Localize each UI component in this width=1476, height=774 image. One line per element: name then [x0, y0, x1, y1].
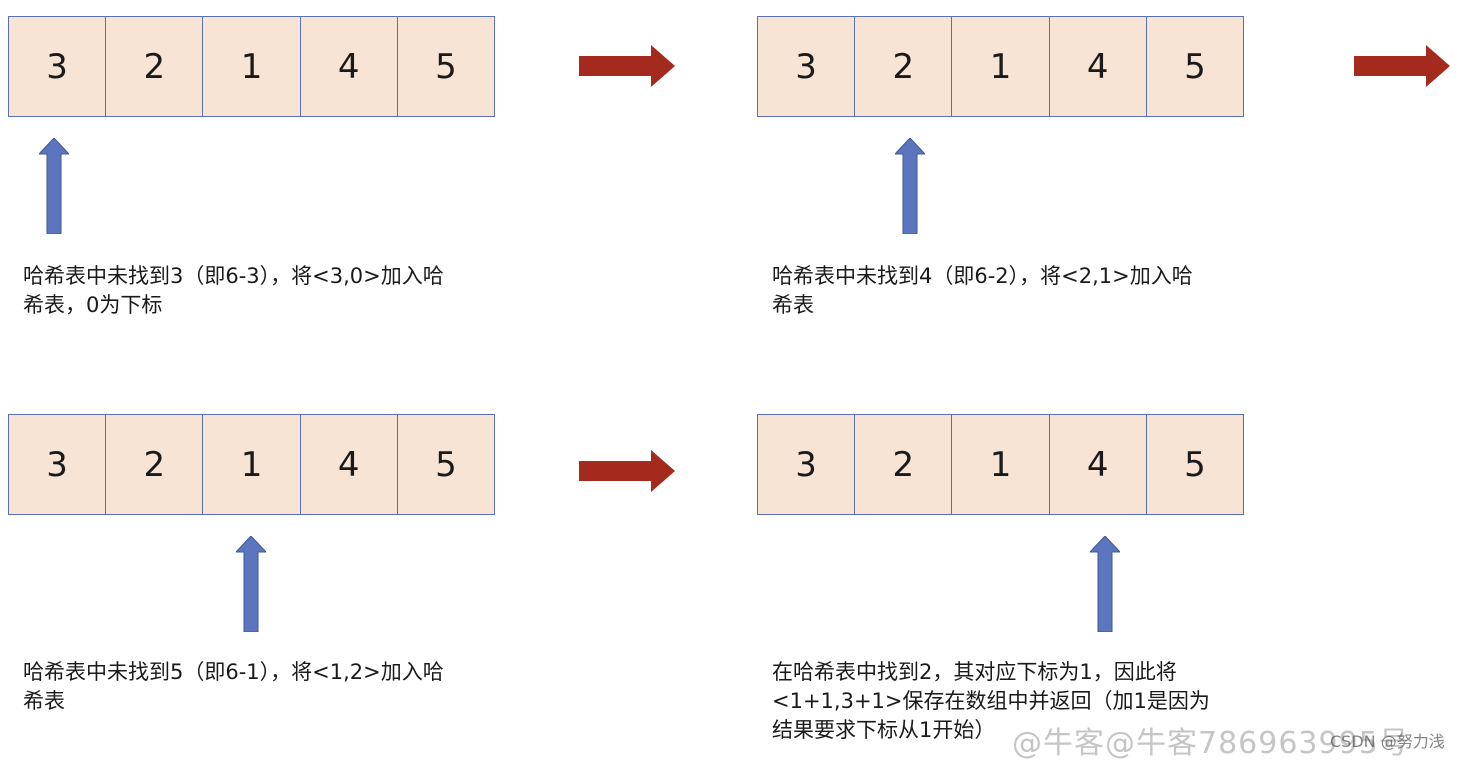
- next-step-arrow-icon: [579, 45, 675, 87]
- array-cell: 5: [1184, 444, 1206, 485]
- array-cell: 2: [855, 17, 953, 116]
- array-cell: 5: [435, 444, 457, 485]
- array-cell: 3: [758, 17, 856, 116]
- array-cell: 3: [9, 415, 107, 514]
- step-panel-2: 3 2 1 4 5 哈希表中未找到4（即6-2），将<2,1>加入哈 希表: [757, 16, 1457, 376]
- array-cell: 2: [106, 415, 204, 514]
- array-cell: 1: [203, 17, 301, 116]
- array-cell: 5: [435, 46, 457, 87]
- pointer-up-arrow-icon: [39, 138, 69, 234]
- array-cell: 4: [1050, 17, 1147, 116]
- array-cell: 2: [106, 17, 204, 116]
- csdn-watermark-text: CSDN @努力浅: [1330, 732, 1445, 751]
- step-caption: 在哈希表中找到2，其对应下标为1，因此将 <1+1,3+1>保存在数组中并返回（…: [772, 660, 1210, 742]
- step-caption: 哈希表中未找到4（即6-2），将<2,1>加入哈 希表: [772, 264, 1193, 317]
- array-row: 3 2 1 4 5: [757, 414, 1244, 515]
- array-row: 3 2 1 4 5: [757, 16, 1244, 117]
- array-cell: 3: [9, 17, 107, 116]
- array-cell: 4: [301, 17, 398, 116]
- array-cell: 4: [1050, 415, 1147, 514]
- array-cell: 3: [758, 415, 856, 514]
- step-panel-1: 3 2 1 4 5 哈希表中未找到3（即6-3），将<3,0>加入哈 希表，0为…: [8, 16, 708, 376]
- array-cell: 2: [855, 415, 953, 514]
- next-step-arrow-icon: [1354, 45, 1450, 87]
- array-cell: 1: [952, 17, 1050, 116]
- pointer-up-arrow-icon: [895, 138, 925, 234]
- step-panel-4: 3 2 1 4 5 在哈希表中找到2，其对应下标为1，因此将 <1+1,3+1>…: [757, 414, 1457, 774]
- array-cell: 4: [301, 415, 398, 514]
- array-cell: 5: [1184, 46, 1206, 87]
- pointer-up-arrow-icon: [236, 536, 266, 632]
- array-row: 3 2 1 4 5: [8, 414, 495, 515]
- array-cell: 1: [952, 415, 1050, 514]
- step-panel-3: 3 2 1 4 5 哈希表中未找到5（即6-1），将<1,2>加入哈 希表: [8, 414, 708, 774]
- watermark-text: @牛客@牛客786963995号: [1012, 726, 1410, 761]
- pointer-up-arrow-icon: [1090, 536, 1120, 632]
- array-cell: 1: [203, 415, 301, 514]
- array-row: 3 2 1 4 5: [8, 16, 495, 117]
- next-step-arrow-icon: [579, 450, 675, 492]
- step-caption: 哈希表中未找到5（即6-1），将<1,2>加入哈 希表: [23, 660, 444, 713]
- step-caption: 哈希表中未找到3（即6-3），将<3,0>加入哈 希表，0为下标: [23, 264, 444, 317]
